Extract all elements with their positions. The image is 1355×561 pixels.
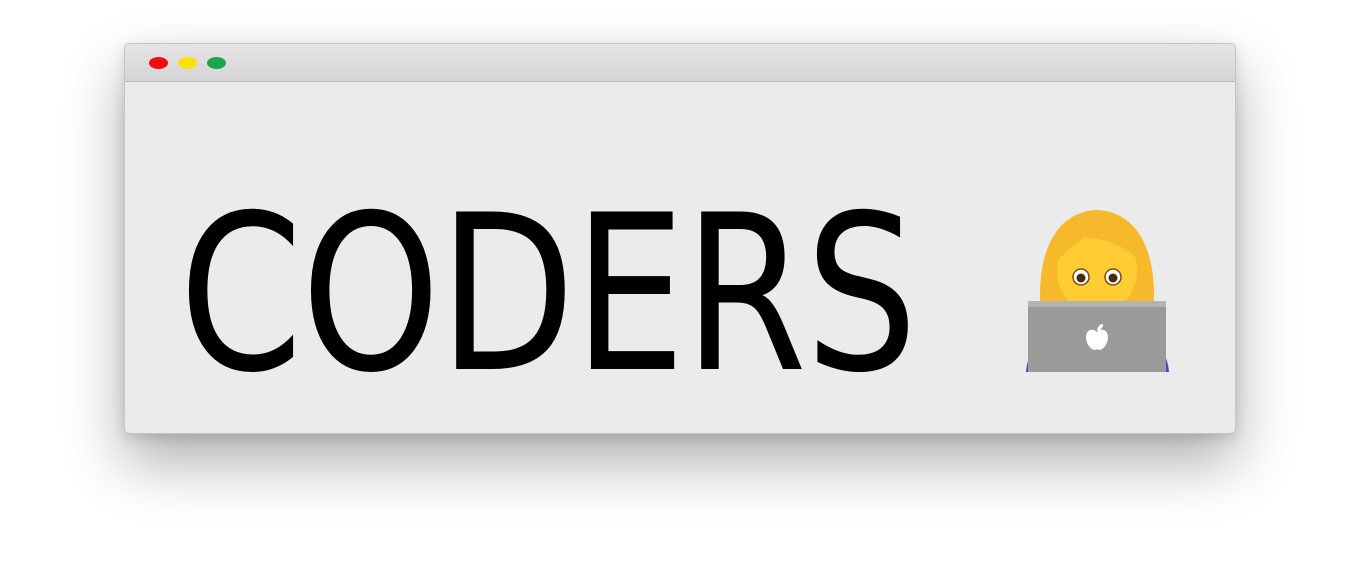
app-window: CODERS [124,43,1236,434]
zoom-button[interactable] [207,57,226,69]
woman-technologist-icon [1026,210,1169,372]
title-bar[interactable] [125,44,1235,82]
close-button[interactable] [149,57,168,69]
minimize-button[interactable] [178,57,197,69]
headline: CODERS [179,169,918,420]
window-content: CODERS [125,82,1235,433]
